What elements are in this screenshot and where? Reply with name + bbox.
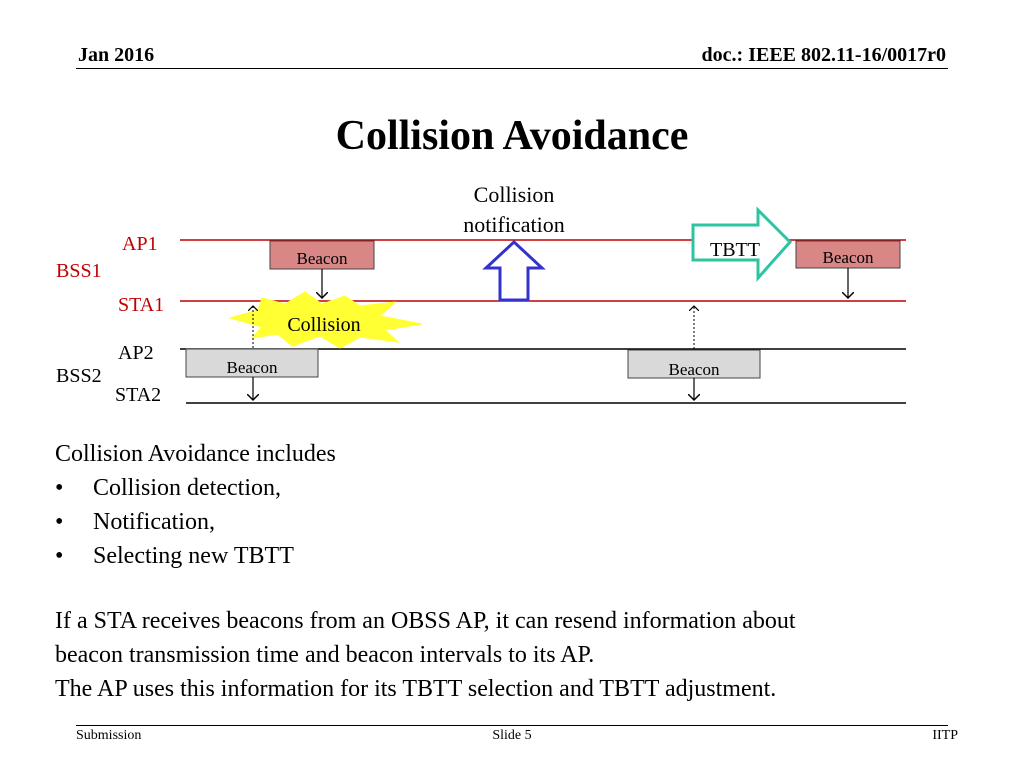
list-item: • Selecting new TBTT — [55, 539, 294, 573]
intro-text: Collision Avoidance includes — [55, 441, 336, 467]
ap2-beacon-2-label: Beacon — [669, 360, 720, 379]
ap1-beacon-1 — [269, 240, 375, 270]
ap2-beacon-2 — [627, 349, 761, 379]
explanation-paragraph: If a STA receives beacons from an OBSS A… — [55, 604, 975, 706]
list-item-text: Collision detection, — [93, 475, 281, 501]
bullet-icon: • — [55, 543, 64, 569]
ap1-beacon-2-label: Beacon — [823, 248, 874, 267]
footer-org: IITP — [932, 728, 958, 743]
list-item-text: Selecting new TBTT — [93, 543, 294, 569]
ap1-beacon-1-label: Beacon — [297, 249, 348, 268]
footer-submission: Submission — [76, 728, 142, 743]
ap1-label: AP1 — [122, 233, 158, 255]
slide-title: Collision Avoidance — [335, 113, 689, 159]
collision-notification-label-1: Collision — [474, 182, 555, 207]
ap2-label: AP2 — [118, 342, 154, 364]
bullet-icon: • — [55, 509, 64, 535]
paragraph-line: The AP uses this information for its TBT… — [55, 676, 777, 702]
sta2-label: STA2 — [115, 384, 161, 406]
list-item-text: Notification, — [93, 509, 215, 535]
collision-burst-icon — [228, 291, 423, 349]
bullet-list: • Collision detection, • Notification, • Se… — [55, 471, 294, 573]
tbtt-arrow-icon — [691, 206, 793, 282]
footer-slide-number: Slide 5 — [492, 728, 532, 743]
sta1-label: STA1 — [118, 294, 164, 316]
list-item: • Notification, — [55, 505, 294, 539]
ap2-beacon-1 — [185, 348, 319, 378]
collision-notification-arrow-icon — [482, 239, 546, 302]
ap1-beacon-2 — [795, 240, 901, 269]
header-doc-id: doc.: IEEE 802.11-16/0017r0 — [701, 44, 946, 66]
paragraph-line: beacon transmission time and beacon inte… — [55, 642, 595, 668]
bss1-label: BSS1 — [56, 260, 102, 282]
footer-rule — [76, 725, 948, 726]
paragraph-line: If a STA receives beacons from an OBSS A… — [55, 608, 796, 634]
tbtt-label: TBTT — [710, 239, 760, 261]
list-item: • Collision detection, — [55, 471, 294, 505]
collision-notification-label-2: notification — [463, 212, 564, 237]
header-rule — [76, 68, 948, 69]
collision-label: Collision — [287, 314, 360, 336]
bss2-label: BSS2 — [56, 365, 102, 387]
bullet-icon: • — [55, 475, 64, 501]
ap2-beacon-1-label: Beacon — [227, 358, 278, 377]
collision-avoidance-diagram: Collision notification AP1 BSS1 STA1 AP2… — [56, 182, 906, 406]
header-date: Jan 2016 — [78, 44, 155, 66]
